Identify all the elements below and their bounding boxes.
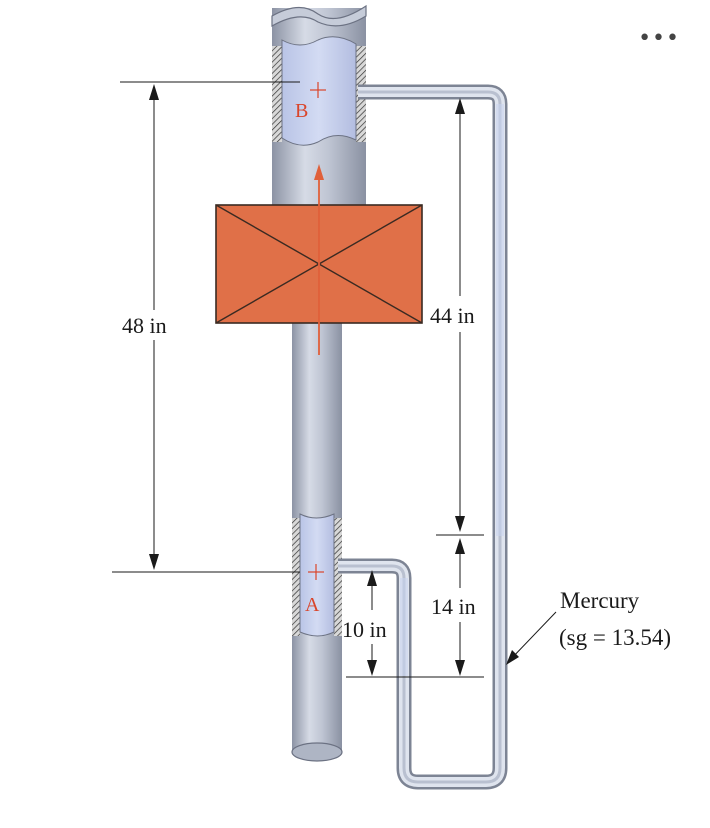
manometer-tube — [338, 84, 508, 790]
section-cut-b — [272, 36, 366, 146]
fluid-column-right — [496, 104, 504, 536]
point-a-label: A — [305, 594, 320, 616]
dimension-middle-label: 14 in — [431, 594, 476, 619]
mercury-label: Mercury — [560, 588, 640, 613]
more-options-icon[interactable]: ••• — [638, 26, 680, 51]
dimension-upper — [436, 98, 484, 536]
mercury-leader — [506, 611, 557, 665]
section-cut-a — [292, 513, 342, 637]
point-b-label: B — [295, 100, 308, 122]
dimension-upper-label: 44 in — [430, 303, 475, 328]
dimension-lower-label: 10 in — [342, 617, 387, 642]
fluid-column-left — [400, 578, 408, 676]
dimension-total-label: 48 in — [122, 313, 167, 338]
flow-arrow — [314, 164, 324, 355]
dimension-total — [112, 81, 300, 573]
point-a-marker: A — [305, 564, 324, 616]
point-b-marker: B — [295, 82, 326, 122]
mercury-sg-label: (sg = 13.54) — [559, 625, 671, 650]
dimension-lower — [367, 570, 377, 676]
dimension-middle — [346, 538, 484, 678]
